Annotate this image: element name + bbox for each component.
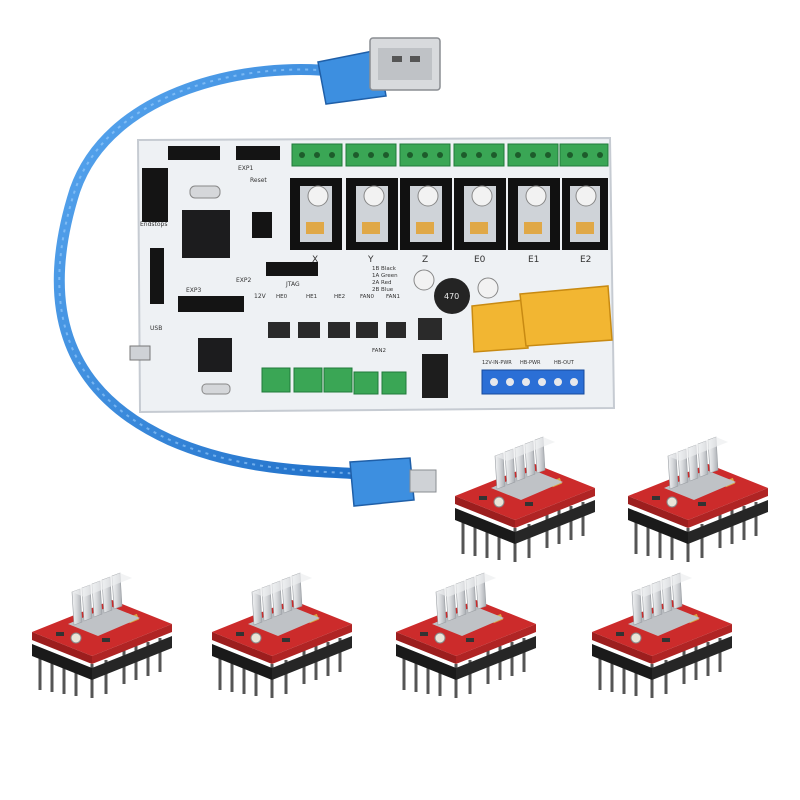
axis-label-e0: E0 (474, 255, 486, 265)
usb-mini-connector (349, 457, 437, 507)
stepper-driver (626, 435, 770, 564)
axis-label-e1: E1 (528, 255, 539, 265)
label-he1: HE1 (306, 294, 317, 300)
legend-2b: 2B Blue (372, 287, 394, 293)
inductor-label: 470 (444, 292, 459, 301)
label-hb-out: HB-OUT (554, 360, 575, 366)
power-terminals (481, 369, 585, 395)
axis-label-z: Z (422, 255, 428, 265)
label-hb-pwr: HB-PWR (520, 360, 541, 366)
controller-board: X Y Z E0 E1 E2 EXP1 EXP2 EXP3 Reset (129, 136, 616, 414)
driver-sockets (290, 178, 608, 250)
label-endstops: Endstops (140, 221, 168, 228)
label-exp3: EXP3 (186, 287, 202, 294)
label-fan2: FAN2 (372, 348, 386, 354)
label-fan0: FAN0 (360, 294, 375, 300)
legend-1b: 1B Black (372, 266, 397, 272)
stepper-terminals (291, 143, 609, 167)
usb-mcu (198, 338, 232, 372)
inductor (434, 278, 470, 314)
usb-a-connector (317, 37, 441, 105)
label-fan1: FAN1 (386, 294, 400, 300)
polyfuses (471, 285, 613, 353)
label-12v-in-pwr: 12V-IN-PWR (482, 360, 512, 366)
label-he0: HE0 (276, 294, 288, 300)
label-he2: HE2 (334, 294, 345, 300)
axis-label-e2: E2 (580, 255, 591, 265)
legend-2a: 2A Red (372, 280, 391, 286)
label-jtag: JTAG (285, 281, 300, 288)
axis-label-y: Y (367, 255, 374, 265)
label-reset: Reset (250, 177, 267, 184)
legend-1a: 1A Green (372, 273, 398, 279)
axis-label-x: X (312, 255, 318, 265)
main-mcu (182, 210, 230, 258)
stepper-driver (453, 435, 597, 564)
label-exp1: EXP1 (238, 165, 254, 172)
stepper-driver (210, 571, 354, 700)
label-exp2: EXP2 (236, 277, 252, 284)
label-12v: 12V (254, 293, 267, 300)
stepper-driver (30, 571, 174, 700)
label-usb: USB (150, 325, 162, 332)
stepper-driver (590, 571, 734, 700)
stepper-driver (394, 571, 538, 700)
